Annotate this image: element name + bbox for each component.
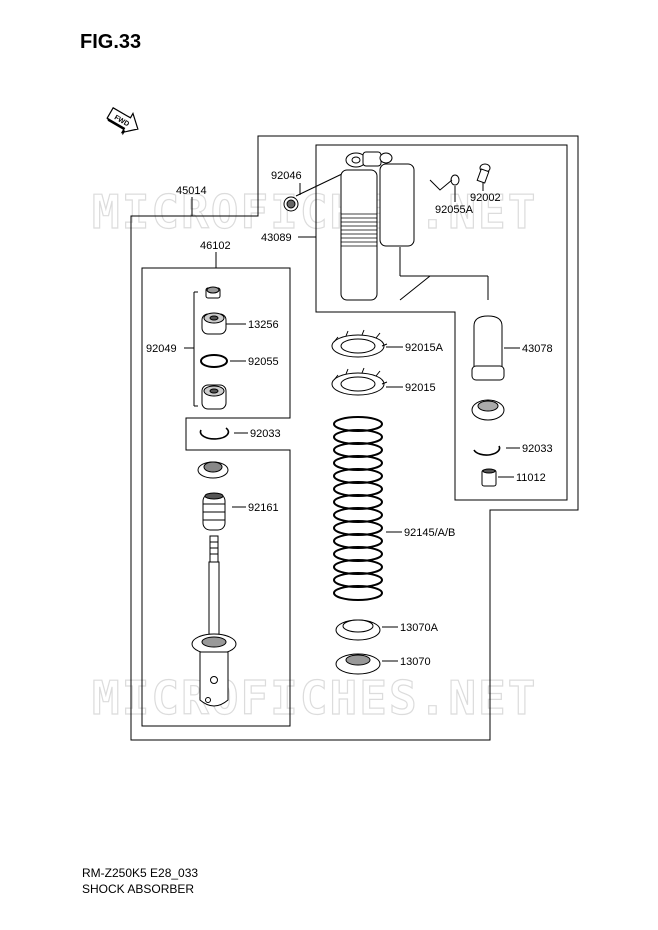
- circlip-92033-left-icon: [199, 427, 230, 440]
- adjuster-nut-92015-icon: [331, 367, 388, 396]
- label-46102: 46102: [200, 240, 231, 252]
- seal-cap-icon: [197, 461, 229, 479]
- spring-seat-13070A-icon: [335, 619, 381, 641]
- label-92033-right: 92033: [522, 443, 553, 455]
- label-92055A: 92055A: [435, 204, 474, 216]
- bushing-lower-icon: [201, 384, 227, 410]
- label-13070A: 13070A: [400, 622, 439, 634]
- reservoir-group-outline: [315, 144, 568, 501]
- watermark-top: MICROFICHES.NET: [92, 185, 537, 239]
- section-name: SHOCK ABSORBER: [82, 882, 195, 896]
- damper-rod-icon: [191, 535, 237, 707]
- label-92002: 92002: [470, 192, 501, 204]
- nut-icon: [205, 286, 221, 299]
- assembly-outline-46102: [141, 267, 291, 727]
- bushing-92046-icon: [283, 196, 299, 212]
- o-ring-92055-icon: [200, 354, 228, 368]
- label-45014: 45014: [176, 185, 207, 197]
- o-ring-92055A-icon: [450, 174, 460, 186]
- reservoir-cap-icon: [471, 399, 505, 421]
- bolt-92002-icon: [476, 163, 491, 184]
- assembly-outline-45014: [130, 135, 579, 741]
- label-43078: 43078: [522, 343, 553, 355]
- circlip-92033-right-icon: [473, 445, 501, 456]
- figure-title: FIG.33: [80, 31, 142, 53]
- label-43089: 43089: [261, 232, 292, 244]
- label-92049: 92049: [146, 343, 177, 355]
- watermark-bottom: MICROFICHES.NET: [92, 671, 537, 725]
- label-92145: 92145/A/B: [404, 527, 455, 539]
- lock-nut-92015A-icon: [331, 329, 388, 358]
- label-92046: 92046: [271, 170, 302, 182]
- spring-guide-13070-icon: [335, 653, 381, 675]
- label-11012: 11012: [516, 472, 546, 484]
- bladder-43078-icon: [471, 315, 505, 381]
- label-92015: 92015: [405, 382, 436, 394]
- label-92015A: 92015A: [405, 342, 444, 354]
- valve-11012-icon: [481, 468, 497, 487]
- shock-body-43089: [340, 151, 489, 301]
- spring-92145-icon: [333, 416, 383, 601]
- bushing-13256-icon: [201, 312, 227, 335]
- model-code: RM-Z250K5 E28_033: [82, 866, 199, 880]
- fwd-arrow-icon: FWD: [106, 106, 139, 136]
- label-92055: 92055: [248, 356, 279, 368]
- bracket-92049: [184, 291, 198, 407]
- label-13256: 13256: [248, 319, 279, 331]
- label-13070: 13070: [400, 656, 431, 668]
- bump-rubber-92161-icon: [202, 492, 226, 531]
- label-92033-left: 92033: [250, 428, 281, 440]
- label-92161: 92161: [248, 502, 279, 514]
